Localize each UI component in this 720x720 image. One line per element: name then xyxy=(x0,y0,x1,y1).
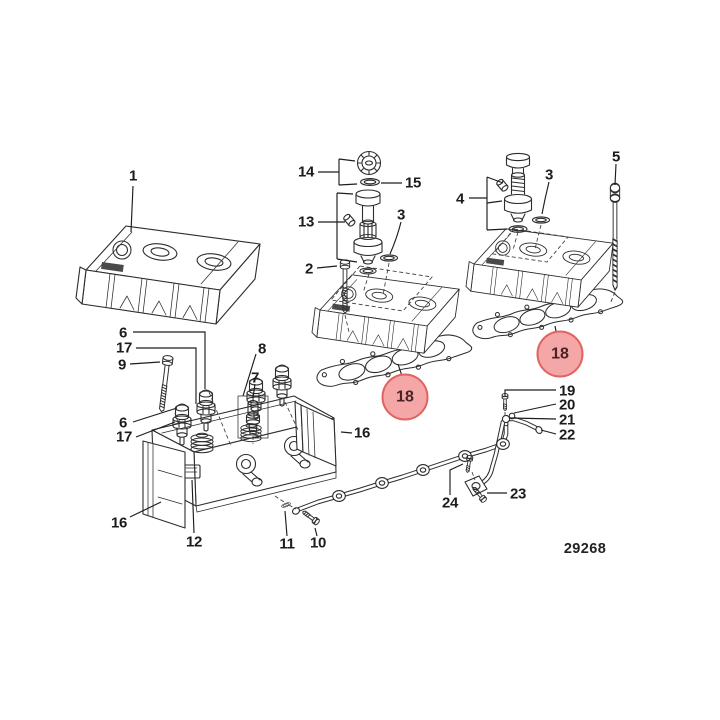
callout-3-middle: 3 xyxy=(396,206,406,224)
breather-assembly-4 xyxy=(503,152,533,223)
plug-part-7 xyxy=(245,399,261,435)
callout-11: 11 xyxy=(279,535,295,553)
oil-filler-neck-13 xyxy=(353,189,383,265)
oil-line-22 xyxy=(280,393,543,527)
callout-3-right: 3 xyxy=(544,166,554,184)
callout-22: 22 xyxy=(558,426,576,444)
clamp-20 xyxy=(508,412,516,420)
callout-24: 24 xyxy=(441,494,459,512)
neck-o-ring xyxy=(359,267,377,275)
callout-8: 8 xyxy=(257,340,267,358)
valve-cover-1 xyxy=(75,225,261,325)
callout-19: 19 xyxy=(558,382,576,400)
callout-14: 14 xyxy=(297,163,315,181)
bolt-19 xyxy=(501,393,509,412)
bolt-9 xyxy=(156,354,174,413)
callout-12: 12 xyxy=(185,533,203,551)
callout-15: 15 xyxy=(404,174,422,192)
callout-17-lower: 17 xyxy=(115,428,133,446)
callout-9: 9 xyxy=(117,356,127,374)
line-grommet xyxy=(458,450,472,462)
callout-1: 1 xyxy=(128,167,138,185)
callout-4: 4 xyxy=(455,190,465,208)
vent-plug xyxy=(495,177,510,193)
seal-3-right xyxy=(531,216,551,224)
line-grommet xyxy=(416,464,430,476)
callout-6-upper: 6 xyxy=(118,324,128,342)
bolt-10 xyxy=(300,508,321,527)
valve-cover-middle xyxy=(311,274,460,354)
callout-7: 7 xyxy=(250,369,260,387)
callout-17-upper: 17 xyxy=(115,339,133,357)
fitting-21 xyxy=(501,414,511,424)
bolt-5 xyxy=(609,182,621,291)
callout-10: 10 xyxy=(309,534,327,552)
oil-fill-cap xyxy=(356,150,382,176)
drawing-number: 29268 xyxy=(563,541,607,557)
line-grommet xyxy=(332,490,346,502)
leader-lines xyxy=(129,158,617,537)
breather-o-ring xyxy=(508,225,528,233)
highlight-part-18-right: 18 xyxy=(536,330,584,378)
callout-2: 2 xyxy=(304,260,314,278)
callout-23: 23 xyxy=(509,485,527,503)
callout-16-left: 16 xyxy=(110,514,128,532)
vent-plug xyxy=(342,212,357,228)
callout-21: 21 xyxy=(558,411,576,429)
end-cover-plate-left xyxy=(142,440,186,529)
callout-16-middle: 16 xyxy=(353,424,371,442)
cap-seal-15 xyxy=(360,177,380,187)
callout-20: 20 xyxy=(558,396,576,414)
line-grommet xyxy=(375,477,389,489)
callout-6-lower: 6 xyxy=(118,414,128,432)
highlight-part-18-left: 18 xyxy=(381,373,429,421)
elbow-fitting xyxy=(464,475,488,497)
baffle-plate xyxy=(294,401,337,467)
callout-5: 5 xyxy=(611,148,621,166)
seal-3-middle xyxy=(379,254,399,262)
line-grommet xyxy=(496,438,510,450)
callout-13: 13 xyxy=(297,213,315,231)
